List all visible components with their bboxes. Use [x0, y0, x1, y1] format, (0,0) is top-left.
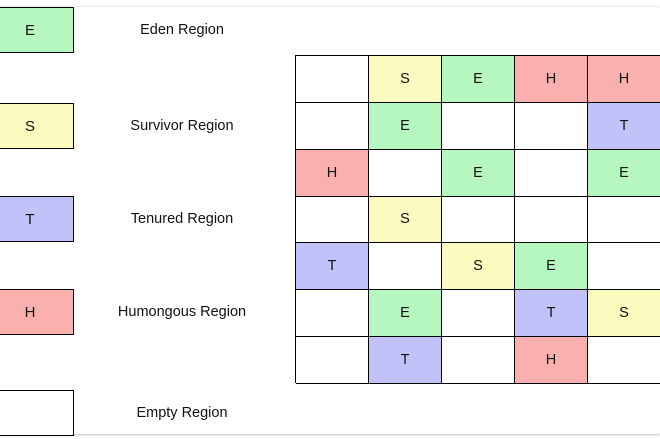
heap-cell-r3-c2[interactable]	[442, 196, 515, 244]
heap-cell-r4-c0[interactable]: T	[296, 243, 369, 291]
legend-item-eden: E Eden Region	[0, 7, 290, 54]
legend-label-humongous: Humongous Region	[117, 304, 247, 320]
heap-cell-r0-c4[interactable]: H	[588, 56, 660, 103]
legend-item-humongous: H Humongous Region	[0, 289, 290, 336]
heap-cell-r5-c3[interactable]: T	[515, 290, 588, 338]
heap-cell-r1-c3[interactable]	[515, 102, 588, 150]
heap-cell-r0-c3[interactable]: H	[515, 56, 588, 103]
legend-swatch-survivor: S	[0, 103, 74, 149]
heap-cell-r4-c1[interactable]	[369, 243, 442, 291]
heap-cell-r0-c1[interactable]: S	[369, 56, 442, 103]
heap-cell-r5-c1[interactable]: E	[369, 290, 442, 338]
heap-cell-r4-c2[interactable]: S	[442, 243, 515, 291]
heap-cell-r5-c0[interactable]	[296, 290, 369, 338]
legend-swatch-eden: E	[0, 7, 74, 53]
heap-cell-r4-c4[interactable]	[588, 243, 660, 291]
heap-cell-r0-c2[interactable]: E	[442, 56, 515, 103]
legend-item-survivor: S Survivor Region	[0, 103, 290, 150]
heap-cell-r1-c1[interactable]: E	[369, 102, 442, 150]
legend-label-empty: Empty Region	[136, 405, 228, 421]
heap-cell-r1-c0[interactable]	[296, 102, 369, 150]
heap-cell-r6-c3[interactable]: H	[515, 337, 588, 384]
heap-cell-r3-c1[interactable]: S	[369, 196, 442, 244]
heap-cell-r6-c0[interactable]	[296, 337, 369, 384]
heap-cell-r1-c4[interactable]: T	[588, 102, 660, 150]
heap-cell-r2-c3[interactable]	[515, 149, 588, 197]
heap-cell-r2-c0[interactable]: H	[296, 149, 369, 197]
legend-item-empty: Empty Region	[0, 390, 290, 437]
legend-swatch-empty	[0, 390, 74, 436]
heap-cell-r1-c2[interactable]	[442, 102, 515, 150]
legend-label-tenured: Tenured Region	[130, 211, 234, 227]
heap-cell-r5-c4[interactable]: S	[588, 290, 660, 338]
heap-cell-r5-c2[interactable]	[442, 290, 515, 338]
heap-grid-row: S	[296, 196, 660, 244]
legend-item-tenured: T Tenured Region	[0, 196, 290, 243]
heap-cell-r2-c4[interactable]: E	[588, 149, 660, 197]
heap-cell-r4-c3[interactable]: E	[515, 243, 588, 291]
heap-cell-r2-c1[interactable]	[369, 149, 442, 197]
heap-cell-r3-c3[interactable]	[515, 196, 588, 244]
heap-cell-r6-c1[interactable]: T	[369, 337, 442, 384]
heap-cell-r6-c4[interactable]	[588, 337, 660, 384]
heap-cell-r3-c0[interactable]	[296, 196, 369, 244]
heap-cell-r3-c4[interactable]	[588, 196, 660, 244]
heap-cell-r2-c2[interactable]: E	[442, 149, 515, 197]
legend-swatch-humongous: H	[0, 289, 74, 335]
legend-swatch-tenured: T	[0, 196, 74, 242]
legend-label-survivor: Survivor Region	[130, 118, 234, 134]
heap-cell-r0-c0[interactable]	[296, 56, 369, 103]
legend-label-eden: Eden Region	[140, 22, 224, 38]
heap-cell-r6-c2[interactable]	[442, 337, 515, 384]
